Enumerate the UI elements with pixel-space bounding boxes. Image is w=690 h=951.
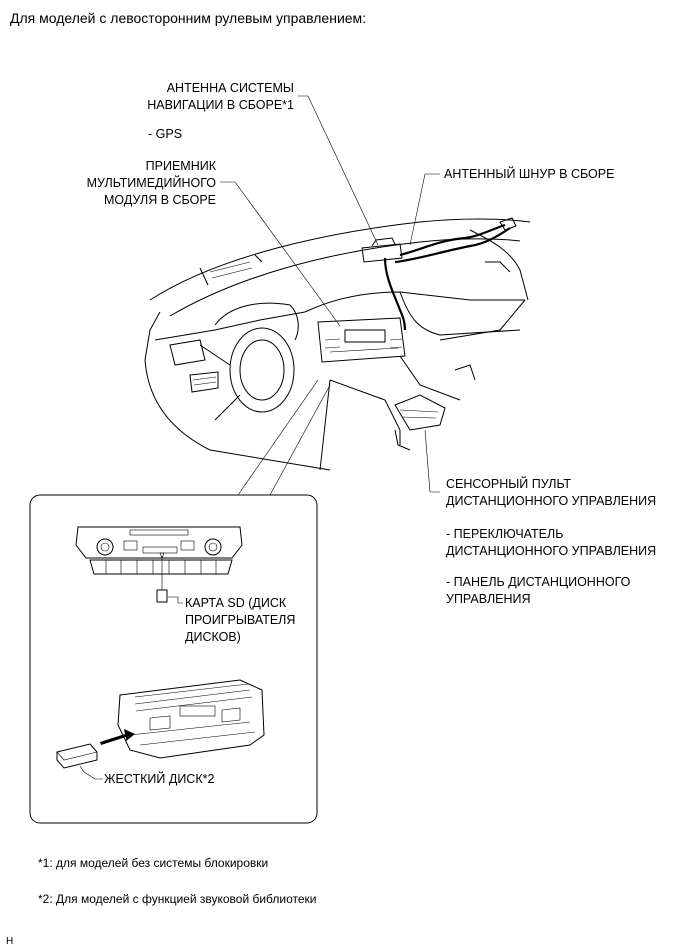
footnote-1: *1: для моделей без системы блокировки: [38, 856, 269, 870]
label-hdd: ЖЕСТКИЙ ДИСК*2: [104, 772, 215, 786]
label-sd-card: КАРТА SD (ДИСК ПРОИГРЫВАТЕЛЯ ДИСКОВ): [185, 595, 295, 646]
label-sd-line2: ПРОИГРЫВАТЕЛЯ: [185, 613, 296, 627]
illustration-code: H: [6, 936, 14, 947]
head-unit-side: [56, 679, 265, 780]
label-touch-line2: ДИСТАНЦИОННОГО УПРАВЛЕНИЯ: [446, 494, 657, 508]
label-antenna-line2: НАВИГАЦИИ В СБОРЕ*1: [147, 98, 294, 112]
label-panel-line2: УПРАВЛЕНИЯ: [446, 592, 531, 606]
dashboard-illustration: [144, 217, 531, 471]
label-switch: - ПЕРЕКЛЮЧАТЕЛЬ ДИСТАНЦИОННОГО УПРАВЛЕНИ…: [446, 526, 656, 560]
label-cord: АНТЕННЫЙ ШНУР В СБОРЕ: [444, 167, 615, 181]
label-touch-remote: СЕНСОРНЫЙ ПУЛЬТ ДИСТАНЦИОННОГО УПРАВЛЕНИ…: [446, 476, 656, 510]
detail-box: [29, 494, 318, 824]
label-sd-line3: ДИСКОВ): [185, 630, 241, 644]
label-receiver: ПРИЕМНИК МУЛЬТИМЕДИЙНОГО МОДУЛЯ В СБОРЕ: [87, 158, 216, 209]
label-receiver-line2: МУЛЬТИМЕДИЙНОГО: [86, 176, 216, 190]
footnote-2: *2: Для моделей с функцией звуковой библ…: [38, 892, 317, 906]
label-panel-line1: - ПАНЕЛЬ ДИСТАНЦИОННОГО: [446, 575, 631, 589]
label-receiver-line1: ПРИЕМНИК: [145, 159, 216, 173]
label-panel: - ПАНЕЛЬ ДИСТАНЦИОННОГО УПРАВЛЕНИЯ: [446, 574, 630, 608]
label-gps: - GPS: [148, 127, 183, 141]
label-sd-line1: КАРТА SD (ДИСК: [185, 596, 287, 610]
label-antenna: АНТЕННА СИСТЕМЫ НАВИГАЦИИ В СБОРЕ*1: [147, 80, 294, 114]
label-switch-line1: - ПЕРЕКЛЮЧАТЕЛЬ: [446, 527, 564, 541]
label-receiver-line3: МОДУЛЯ В СБОРЕ: [104, 193, 216, 207]
page-heading: Для моделей с левосторонним рулевым упра…: [10, 10, 367, 26]
label-switch-line2: ДИСТАНЦИОННОГО УПРАВЛЕНИЯ: [446, 544, 657, 558]
label-antenna-line1: АНТЕННА СИСТЕМЫ: [166, 81, 294, 95]
leader-lines: [220, 95, 440, 496]
head-unit-front: [75, 526, 243, 604]
label-touch-line1: СЕНСОРНЫЙ ПУЛЬТ: [446, 477, 572, 491]
